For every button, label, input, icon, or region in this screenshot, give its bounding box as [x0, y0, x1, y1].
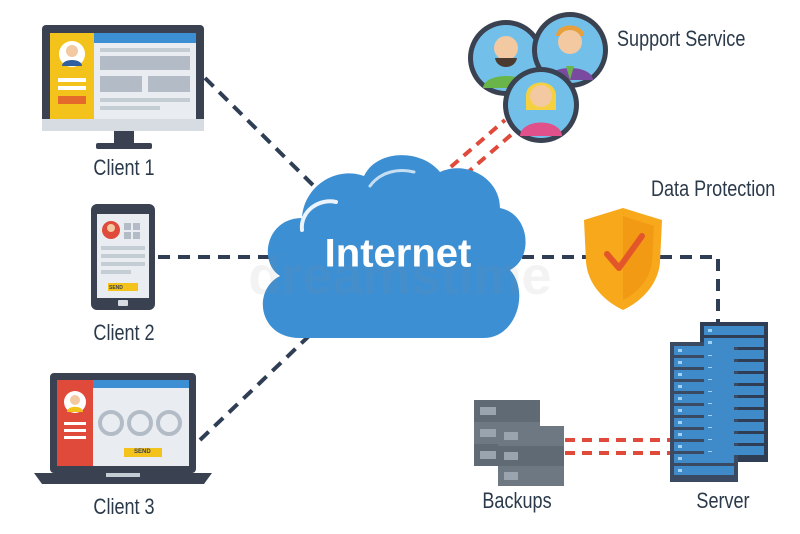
desktop-monitor-icon — [42, 25, 204, 149]
server-unit — [674, 406, 734, 415]
server-led — [678, 397, 682, 400]
laptop-icon — [34, 373, 212, 484]
client-2-label: Client 2 — [93, 320, 155, 345]
watermark-text: dreamstime — [248, 246, 551, 306]
server-unit — [674, 394, 734, 403]
client-2-send-button-label: SEND — [109, 285, 123, 291]
server-unit — [704, 338, 764, 347]
connection-lines — [158, 76, 720, 455]
line-support-internet-a — [436, 118, 507, 180]
line-client3-internet — [198, 333, 312, 442]
line-support-internet-b — [450, 126, 521, 188]
server-rack-icon — [670, 322, 768, 482]
client-3-send-button-label: SEND — [134, 449, 151, 455]
server-led — [678, 349, 682, 352]
server-unit — [674, 358, 734, 367]
server-unit — [674, 430, 734, 439]
line-client1-internet — [203, 76, 330, 202]
backups-label: Backups — [482, 488, 552, 513]
server-led — [678, 361, 682, 364]
internet-label: Internet — [324, 231, 472, 276]
server-unit — [674, 442, 734, 451]
shield-check-icon — [584, 208, 662, 310]
client-1-label: Client 1 — [93, 155, 155, 180]
server-led — [708, 329, 712, 332]
server-unit — [674, 346, 734, 355]
client-3-label: Client 3 — [93, 494, 155, 519]
internet-cloud-icon — [262, 155, 526, 338]
server-led — [678, 433, 682, 436]
support-service-label: Support Service — [617, 26, 746, 51]
server-led — [708, 341, 712, 344]
server-led — [678, 385, 682, 388]
server-unit — [674, 454, 734, 463]
server-led — [678, 469, 682, 472]
server-unit — [704, 326, 764, 335]
support-team-icon — [468, 12, 608, 143]
server-label: Server — [696, 488, 750, 513]
server-led — [678, 373, 682, 376]
server-led — [678, 409, 682, 412]
server-led — [678, 457, 682, 460]
data-protection-label: Data Protection — [651, 176, 776, 201]
server-unit — [674, 382, 734, 391]
server-led — [678, 445, 682, 448]
server-unit — [674, 418, 734, 427]
server-unit — [674, 466, 734, 475]
server-unit — [674, 370, 734, 379]
line-shield-server — [660, 255, 720, 322]
backups-storage-icon — [474, 400, 564, 486]
smartphone-icon — [91, 204, 155, 310]
server-led — [678, 421, 682, 424]
